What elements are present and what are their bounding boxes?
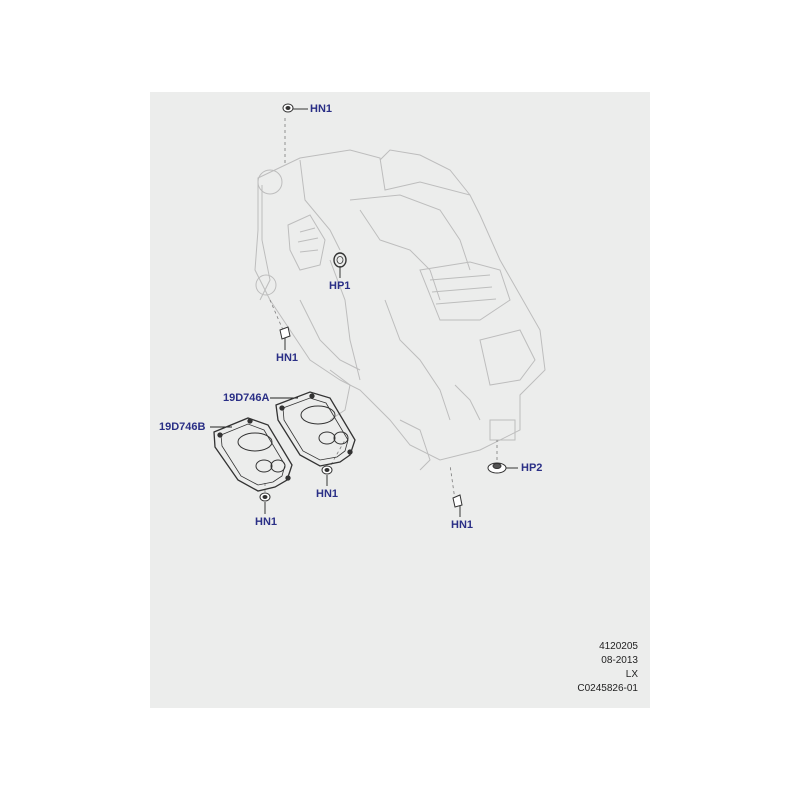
callout-hn1-left: HN1 — [276, 352, 299, 364]
reference-illustration-code: C0245826-01 — [577, 683, 638, 694]
callout-hn1-low: HN1 — [255, 516, 278, 528]
reference-number: 4120205 — [599, 641, 638, 652]
callout-19d746b: 19D746B — [159, 421, 206, 433]
reference-block: 4120205 08-2013 LX C0245826-01 — [577, 640, 638, 696]
fastener-hn1-mid — [321, 465, 333, 475]
callout-hn1-right: HN1 — [451, 519, 474, 531]
seal-hp1 — [333, 252, 347, 268]
callout-hp2: HP2 — [521, 462, 543, 474]
fastener-hn1-top — [282, 103, 294, 113]
fastener-hn1-low — [259, 492, 271, 502]
callout-19d746a: 19D746A — [223, 392, 270, 404]
reference-date: 08-2013 — [601, 655, 638, 666]
leader-lines — [264, 118, 498, 501]
reference-model: LX — [625, 669, 638, 680]
callout-hn1-top: HN1 — [310, 103, 333, 115]
callout-hp1: HP1 — [329, 280, 351, 292]
seal-plate-19d746b — [213, 417, 293, 492]
grommet-hp2 — [487, 462, 507, 474]
seal-plate-19d746a — [275, 391, 356, 467]
callout-leaders — [210, 108, 518, 517]
fastener-hn1-right — [452, 494, 463, 508]
callout-hn1-mid: HN1 — [316, 488, 339, 500]
hvac-housing-lineart — [254, 149, 546, 471]
fastener-hn1-left — [279, 326, 291, 340]
